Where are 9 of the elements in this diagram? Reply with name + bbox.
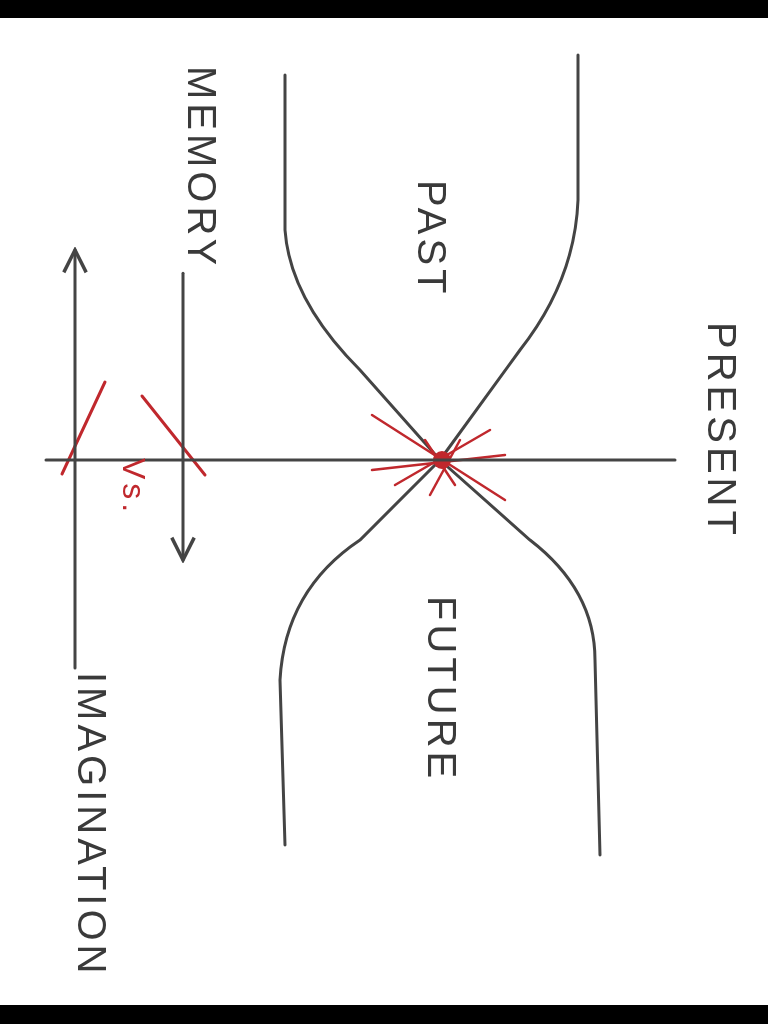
arrow	[170, 271, 196, 562]
arrow	[62, 248, 88, 670]
region-label: PAST	[410, 180, 454, 298]
axis-label: MEMORY	[180, 66, 224, 270]
axis-label: IMAGINATION	[70, 672, 114, 978]
region-label: FUTURE	[420, 596, 464, 783]
time-line	[44, 458, 677, 462]
versus-label: Vs.	[115, 458, 153, 517]
axis-label: PRESENT	[700, 322, 744, 539]
